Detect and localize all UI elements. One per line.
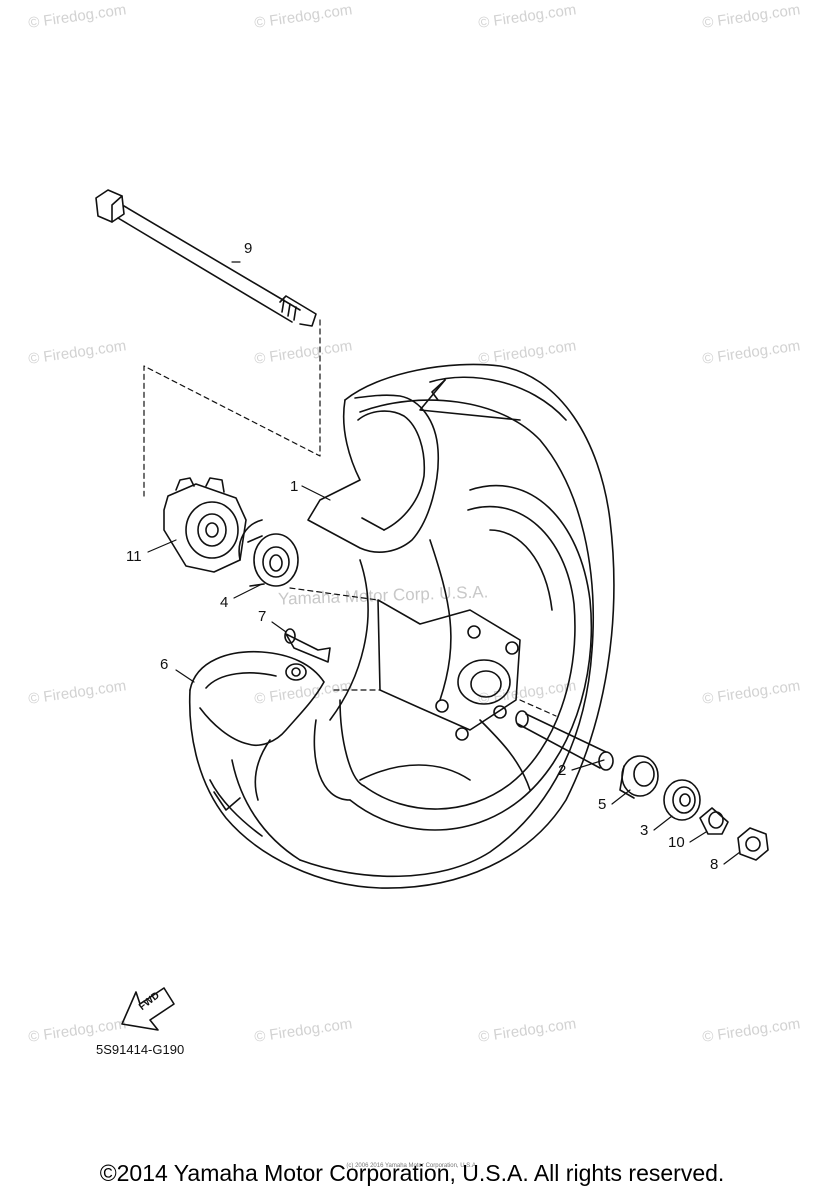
hub-cover-drawing [189, 650, 325, 801]
axle-bolt-drawing [95, 189, 317, 327]
spacer-7-drawing [284, 628, 331, 663]
callout-6: 6 [160, 656, 169, 673]
wheel-rim-drawing [307, 394, 593, 831]
callout-7: 7 [258, 608, 267, 625]
alignment-dashed-lines [143, 319, 557, 717]
fwd-arrow-icon [121, 987, 175, 1031]
nut-8-drawing [737, 827, 769, 861]
collar-2-drawing [515, 710, 614, 771]
footer-copyright: ©2014 Yamaha Motor Corporation, U.S.A. A… [99, 1160, 725, 1186]
callout-8: 8 [710, 856, 719, 873]
bearing-3-drawing [663, 779, 701, 821]
bearing-4-drawing [238, 519, 299, 587]
callout-9: 9 [244, 240, 253, 257]
seal-5-drawing [619, 755, 659, 799]
callout-4: 4 [220, 594, 229, 611]
callout-11: 11 [126, 548, 142, 565]
gear-unit-drawing [163, 477, 247, 573]
callout-5: 5 [598, 796, 607, 813]
spacer-10-drawing [699, 807, 729, 835]
small-print-copyright: (c) 2006 2016 Yamaha Motor Corporation, … [346, 1163, 478, 1169]
diagram-code: 5S91414-G190 [96, 1042, 185, 1057]
callout-10: 10 [668, 834, 685, 851]
callout-3: 3 [640, 822, 649, 839]
callout-1: 1 [290, 478, 299, 495]
tire-drawing [188, 363, 615, 889]
callout-2: 2 [558, 762, 567, 779]
callout-leader-lines [147, 261, 741, 865]
